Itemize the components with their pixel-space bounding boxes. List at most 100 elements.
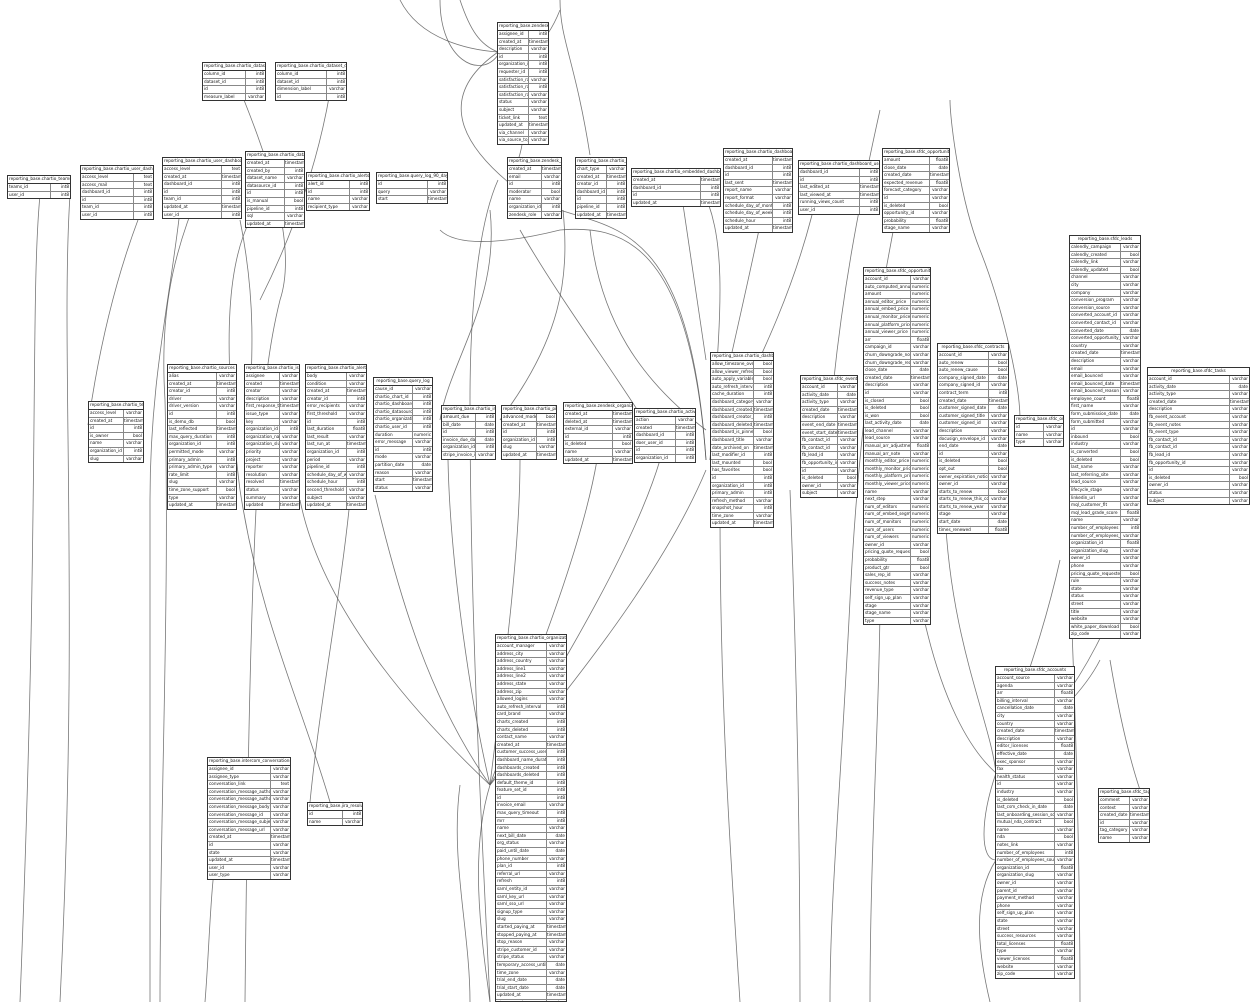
table-chartio-user-dashboard-access[interactable]: reporting_base.chartio_user_dashboard_ac… bbox=[80, 165, 154, 220]
table-chartio-issues[interactable]: reporting_base.chartio_issuesassigneevar… bbox=[244, 364, 300, 510]
column-type: varchar bbox=[932, 225, 948, 231]
column-type: int8 bbox=[422, 393, 431, 399]
column-row: updated_attimestamp bbox=[306, 502, 366, 509]
table-chartio-alerts-recipients[interactable]: reporting_base.chartio_alerts_recipients… bbox=[306, 172, 370, 212]
table-chartio-dataset-dimensions[interactable]: reporting_base.chartio_dataset_dimension… bbox=[275, 62, 347, 102]
column-name: address_line1 bbox=[496, 665, 547, 673]
table-chartio-charts[interactable]: reporting_base.chartio_chartschart_typev… bbox=[575, 157, 627, 220]
column-type: numeric bbox=[911, 503, 929, 509]
column-name: account_id bbox=[1148, 376, 1230, 383]
column-name: updated_at bbox=[724, 225, 773, 232]
table-chartio-embedded-dashboards-usage[interactable]: reporting_base.chartio_embedded_dashboar… bbox=[631, 168, 721, 208]
column-name: monthly_platform_price bbox=[865, 473, 911, 481]
table-chartio-datasets[interactable]: reporting_base.chartio_datasetscreated_a… bbox=[245, 151, 305, 229]
column-type: varchar bbox=[1123, 562, 1139, 568]
column-name: context bbox=[1099, 804, 1130, 812]
column-type: int8 bbox=[226, 471, 235, 477]
column-name: last_modifier_id bbox=[711, 452, 754, 459]
column-name: refresh bbox=[496, 878, 547, 885]
column-type: int8 bbox=[336, 78, 345, 84]
column-type: int8 bbox=[556, 764, 565, 770]
table-chartio-teams-users[interactable]: reporting_base.chartio_teams_usersteams_… bbox=[7, 175, 71, 200]
table-query-log-90-day-history[interactable]: reporting_base.query_log_90_day_historyi… bbox=[376, 172, 448, 204]
column-name: satisfaction_rating_id bbox=[498, 84, 529, 91]
column-name: id bbox=[883, 194, 930, 202]
column-type: int8 bbox=[782, 202, 791, 208]
column-name: organization_id bbox=[711, 482, 754, 490]
table-chartio-dashboard-reports[interactable]: reporting_base.chartio_dashboard_reports… bbox=[723, 148, 793, 233]
column-name: industry bbox=[996, 788, 1055, 796]
column-name: starts_to_renew_year bbox=[938, 503, 989, 511]
table-chartio-dashboards[interactable]: reporting_base.chartio_dashboardsallow_t… bbox=[710, 352, 774, 529]
column-type: timestamp bbox=[222, 173, 241, 179]
column-type: timestamp bbox=[542, 166, 561, 171]
column-type: varchar bbox=[913, 541, 929, 547]
table-chartio-teams[interactable]: reporting_base.chartio_teamsaccess_level… bbox=[88, 401, 144, 464]
table-chartio-user-dashboard-access[interactable]: reporting_base.chartio_user_dashboard_ac… bbox=[162, 157, 242, 220]
column-name: id bbox=[711, 474, 754, 482]
column-name: column_id bbox=[203, 71, 246, 78]
table-zendesk-users[interactable]: reporting_base.zendesk_userscreated_atti… bbox=[507, 157, 562, 220]
table-chartio-activity-log[interactable]: reporting_base.chartio_activity_logactio… bbox=[634, 408, 696, 463]
table-zendesk-tickets[interactable]: reporting_base.zendesk_ticketsassignee_i… bbox=[497, 22, 549, 145]
column-name: summary bbox=[245, 494, 280, 502]
column-type: varchar bbox=[415, 469, 431, 475]
column-row: created_attimestamp bbox=[306, 388, 366, 396]
table-chartio-pipelines[interactable]: reporting_base.chartio_pipelinesadvanced… bbox=[501, 405, 557, 460]
column-type: varchar bbox=[273, 864, 289, 870]
column-type: varchar bbox=[1057, 682, 1073, 688]
table-jira-resolutions[interactable]: reporting_base.jira_resolutionsidint8nam… bbox=[307, 802, 363, 827]
table-chartio-invoices[interactable]: reporting_base.chartio_invoicesamount_du… bbox=[441, 405, 496, 460]
column-name: conversation_message_body bbox=[209, 803, 271, 811]
table-chartio-dashboard-user-views[interactable]: reporting_base.chartio_dashboard_user_vi… bbox=[798, 160, 880, 215]
column-row: first_response_timetimestamp bbox=[245, 403, 299, 411]
column-type: varchar bbox=[219, 494, 235, 500]
column-type: varchar bbox=[1232, 436, 1248, 442]
column-type: float8 bbox=[1060, 690, 1073, 696]
table-zendesk-organizations[interactable]: reporting_base.zendesk_organizationscrea… bbox=[563, 402, 633, 465]
column-name: priority bbox=[245, 448, 280, 456]
table-chartio-dataset-measures[interactable]: reporting_base.chartio_dataset_measuresc… bbox=[202, 62, 266, 102]
column-type: varchar bbox=[1232, 413, 1248, 419]
column-name: monthly_monitor_price bbox=[865, 465, 911, 473]
table-sfdc-owners[interactable]: reporting_base.sfdc_ownersidvarcharnamev… bbox=[1014, 415, 1064, 447]
table-sfdc-opportunity-histories[interactable]: reporting_base.sfdc_opportunity_historie… bbox=[882, 148, 950, 233]
column-type: varchar bbox=[1123, 373, 1139, 379]
column-name: dashboard_id bbox=[81, 189, 134, 196]
column-row: last_edited_attimestamp bbox=[799, 184, 879, 192]
column-name: email_bounced_date bbox=[1070, 380, 1121, 388]
column-row: createdtimestamp bbox=[245, 380, 299, 389]
column-name: bill_date bbox=[442, 421, 476, 429]
column-name: close_date bbox=[883, 164, 930, 172]
table-chartio-organizations[interactable]: reporting_base.chartio_organizationsacco… bbox=[495, 634, 567, 1002]
